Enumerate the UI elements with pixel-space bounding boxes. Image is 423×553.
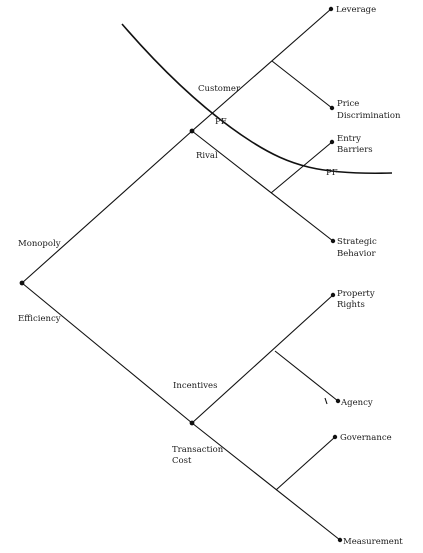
label-customer: Customer <box>198 84 241 94</box>
edge-efficiency-transaction-cost <box>191 422 341 541</box>
label-monopoly: Monopoly <box>18 239 61 249</box>
label-rival: Rival <box>196 151 218 161</box>
label-strategic: Strategic <box>337 237 377 247</box>
efficiency-node <box>189 420 195 426</box>
label-transaction: Transaction <box>172 445 224 455</box>
edge-root-monopoly <box>21 130 193 284</box>
root-node <box>19 280 25 286</box>
leaf-node-leverage <box>328 6 334 12</box>
edge-rival-entry-barriers <box>270 141 333 194</box>
leaf-node-property-rights <box>330 292 336 298</box>
label-entry: Entry <box>337 134 361 144</box>
leaf-node-agency <box>335 398 341 404</box>
label-pf-upper: PF <box>215 117 227 127</box>
label-leverage: Leverage <box>336 5 376 15</box>
leaf-node-governance <box>332 434 338 440</box>
edge-incentives-agency <box>274 350 339 402</box>
leaf-node-strategic-behavior <box>330 238 336 244</box>
label-property: Property <box>337 289 375 299</box>
possibility-frontier-curve <box>121 23 393 175</box>
edge-root-efficiency <box>21 282 193 424</box>
edge-customer-price-discrimination <box>271 60 333 109</box>
label-cost: Cost <box>172 456 192 466</box>
label-price: Price <box>337 99 359 109</box>
edge-efficiency-incentives <box>191 294 334 424</box>
scan-mark <box>324 397 328 405</box>
label-behavior: Behavior <box>337 249 376 259</box>
label-pf-lower: PF <box>326 168 338 178</box>
label-governance: Governance <box>340 433 392 443</box>
edge-monopoly-customer <box>191 8 332 132</box>
label-barriers: Barriers <box>337 145 373 155</box>
edge-monopoly-rival <box>191 130 334 242</box>
label-measurement: Measurement <box>343 537 403 547</box>
label-efficiency: Efficiency <box>18 314 61 324</box>
label-incentives: Incentives <box>173 381 217 391</box>
label-rights: Rights <box>337 300 365 310</box>
edge-transaction-cost-governance <box>275 436 336 491</box>
leaf-node-price-discrimination <box>329 105 335 111</box>
label-agency: Agency <box>340 398 373 408</box>
monopoly-node <box>189 128 195 134</box>
label-discrimination: Discrimination <box>337 111 401 121</box>
leaf-node-entry-barriers <box>329 139 335 145</box>
leaf-node-measurement <box>337 537 343 543</box>
